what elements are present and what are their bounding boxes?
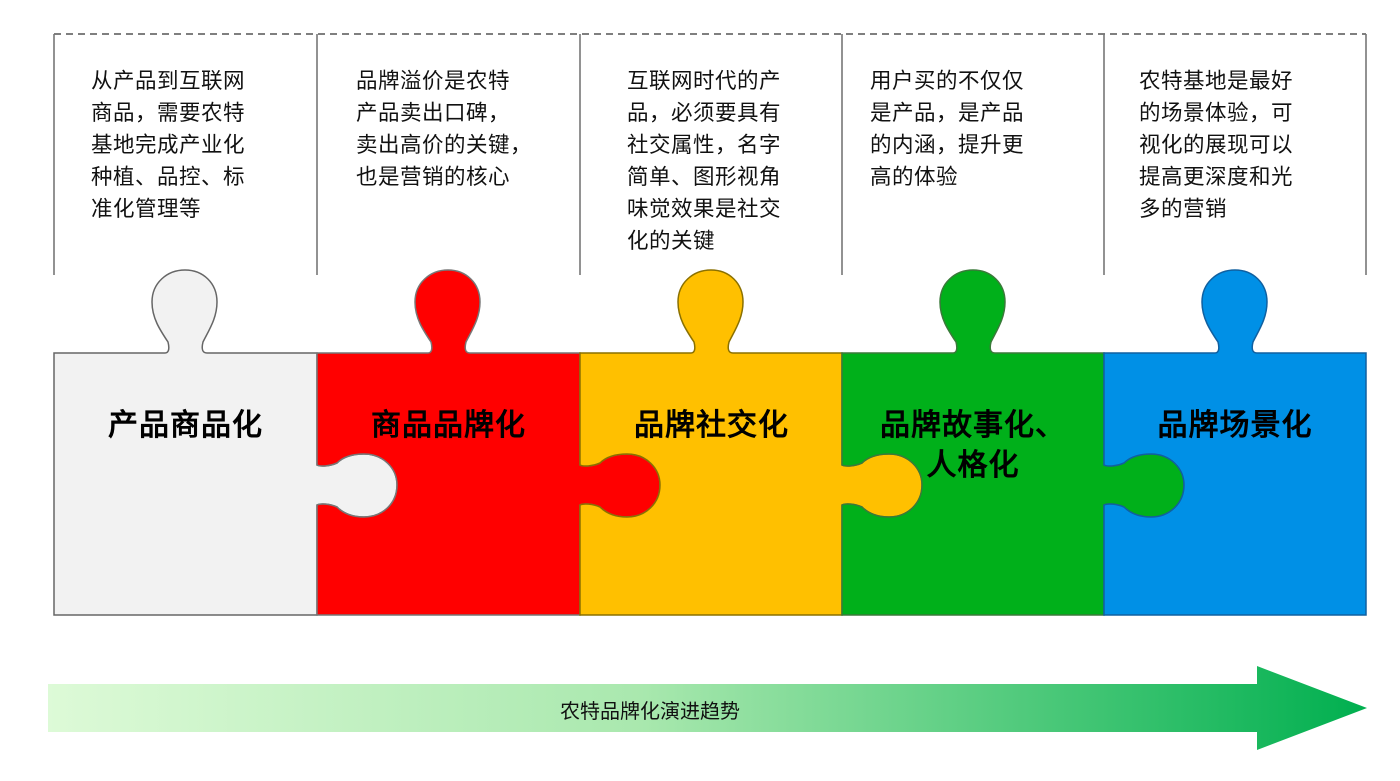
desc-line: 提高更深度和光 bbox=[1139, 165, 1294, 190]
step-5-description: 农特基地是最好 的场景体验，可 视化的展现可以 提高更深度和光 多的营销 bbox=[1139, 66, 1329, 226]
trend-arrow bbox=[48, 666, 1367, 750]
step-4-description: 用户买的不仅仅 是产品，是产品 的内涵，提升更 高的体验 bbox=[870, 66, 1060, 194]
step-2-description: 品牌溢价是农特 产品卖出口碑， 卖出高价的关键， 也是营销的核心 bbox=[356, 66, 566, 194]
puzzle-piece-5 bbox=[1103, 269, 1367, 616]
desc-line: 基地完成产业化 bbox=[91, 133, 246, 158]
desc-line: 也是营销的核心 bbox=[356, 165, 511, 190]
desc-line: 高的体验 bbox=[870, 165, 959, 190]
column-separators bbox=[53, 34, 1367, 275]
step-4-title: 品牌故事化、 人格化 bbox=[842, 406, 1104, 486]
desc-line: 简单、图形视角 bbox=[627, 165, 782, 190]
desc-line: 准化管理等 bbox=[91, 197, 202, 222]
desc-line: 种植、品控、标 bbox=[91, 165, 246, 190]
desc-line: 农特基地是最好 bbox=[1139, 69, 1294, 94]
desc-line: 化的关键 bbox=[627, 229, 716, 254]
desc-line: 用户买的不仅仅 bbox=[870, 69, 1025, 94]
step-4-title-line-1: 品牌故事化、 bbox=[880, 408, 1066, 443]
desc-line: 的场景体验，可 bbox=[1139, 101, 1294, 126]
desc-line: 是产品，是产品 bbox=[870, 101, 1025, 126]
step-1-title: 产品商品化 bbox=[108, 408, 263, 443]
desc-line: 品，必须要具有 bbox=[627, 101, 782, 126]
desc-line: 社交属性，名字 bbox=[627, 133, 782, 158]
desc-line: 互联网时代的产 bbox=[627, 69, 782, 94]
step-3-title: 品牌社交化 bbox=[634, 408, 789, 443]
step-5-title: 品牌场景化 bbox=[1157, 408, 1313, 443]
step-1-description: 从产品到互联网 商品，需要农特 基地完成产业化 种植、品控、标 准化管理等 bbox=[91, 66, 281, 226]
desc-line: 视化的展现可以 bbox=[1139, 133, 1294, 158]
desc-line: 多的营销 bbox=[1139, 197, 1228, 222]
step-4-title-line-2: 人格化 bbox=[926, 448, 1020, 483]
desc-line: 从产品到互联网 bbox=[91, 69, 246, 94]
desc-line: 品牌溢价是农特 bbox=[356, 69, 511, 94]
trend-arrow-label: 农特品牌化演进趋势 bbox=[560, 699, 740, 723]
desc-line: 卖出高价的关键， bbox=[356, 133, 533, 158]
step-2-title: 商品品牌化 bbox=[371, 408, 526, 443]
desc-line: 产品卖出口碑， bbox=[356, 101, 511, 126]
step-3-description: 互联网时代的产 品，必须要具有 社交属性，名字 简单、图形视角 味觉效果是社交 … bbox=[627, 66, 817, 258]
desc-line: 味觉效果是社交 bbox=[627, 197, 782, 222]
desc-line: 商品，需要农特 bbox=[91, 101, 246, 126]
desc-line: 的内涵，提升更 bbox=[870, 133, 1025, 158]
